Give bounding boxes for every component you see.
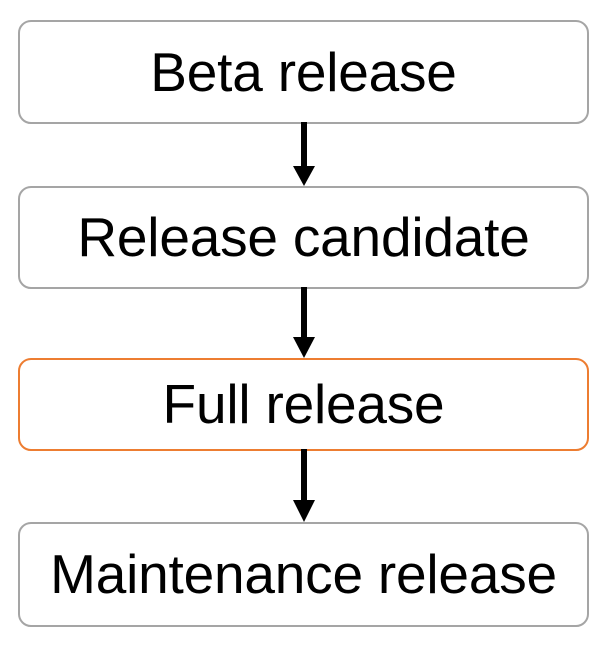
flow-connector-beta-to-rc [0,122,607,188]
flow-node-maintenance-release[interactable]: Maintenance release [18,522,589,627]
arrow-down-icon [293,122,315,186]
flow-node-label: Full release [162,373,445,435]
flow-node-full-release[interactable]: Full release [18,358,589,451]
arrow-down-icon [293,287,315,358]
flow-node-release-candidate[interactable]: Release candidate [18,186,589,289]
flow-connector-rc-to-full [0,287,607,360]
flow-node-label: Beta release [150,40,457,103]
arrow-down-icon [293,449,315,522]
flow-node-label: Release candidate [77,206,530,268]
flow-node-beta-release[interactable]: Beta release [18,20,589,124]
flow-connector-full-to-maintenance [0,449,607,524]
flow-node-label: Maintenance release [50,543,557,605]
